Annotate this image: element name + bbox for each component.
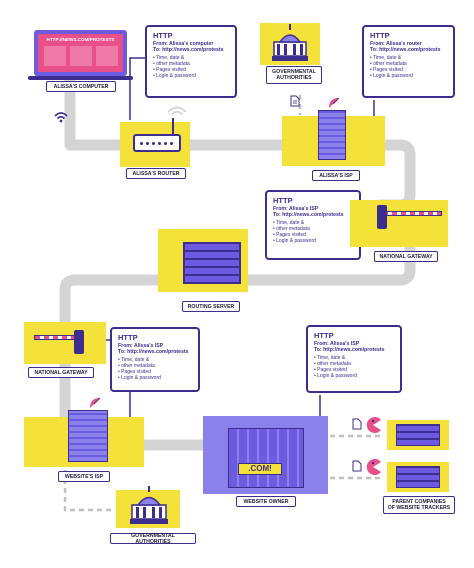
http-to: To: http://news.com/protests (118, 349, 189, 356)
website-isp-building (68, 410, 108, 462)
http-box-isp-2: HTTP From: Alissa's ISP To: http://news.… (110, 327, 200, 392)
http-item: Time, date & (153, 55, 229, 61)
road-gateway-routing (234, 209, 416, 286)
alissa-computer: HTTP://NEWS.COM/PROTESTS (28, 30, 133, 80)
computer-screen: HTTP://NEWS.COM/PROTESTS (38, 34, 123, 72)
http-from: From: Alissa's router (370, 41, 422, 47)
http-item: Time, date & (273, 220, 353, 226)
gov-bottom-label: GOVERNMENTAL AUTHORITIES (110, 533, 196, 545)
document-icon-3 (352, 460, 362, 472)
national-gateway-left-label: NATIONAL GATEWAY (28, 367, 94, 378)
http-item: Time, date & (118, 357, 192, 363)
http-item: Login & password (153, 73, 229, 79)
alissa-isp-building (318, 110, 346, 160)
website-owner-building (228, 428, 304, 488)
http-from: From: Alissa's ISP (314, 341, 360, 347)
http-item: Login & password (273, 238, 353, 244)
road-routing-leftgateway (59, 274, 166, 331)
router-device (133, 134, 181, 152)
http-title: HTTP (153, 31, 173, 40)
tracker-server-1 (396, 424, 440, 446)
tracker-pacman-icon (366, 417, 381, 433)
tracker-pacman-icon-2 (366, 459, 381, 475)
http-to: To: http://news.com/protests (273, 212, 344, 219)
gateway-barrier-right (382, 211, 442, 216)
http-item: other metadata (153, 61, 229, 67)
http-title: HTTP (118, 333, 138, 342)
website-owner-sign: .COM! (238, 463, 282, 475)
gateway-post-right (377, 205, 387, 229)
connector-box1 (129, 57, 145, 120)
national-gateway-right-label: NATIONAL GATEWAY (374, 251, 438, 262)
http-item: Login & password (370, 73, 447, 79)
http-title: HTTP (370, 31, 390, 40)
routing-server-device (183, 242, 241, 284)
http-to: To: http://news.com/protests (370, 47, 441, 54)
http-item: other metadata (273, 226, 353, 232)
dashed-websiteisp-gov (63, 470, 115, 512)
national-gateway-right-pad (350, 200, 448, 247)
http-item: other metadata (314, 361, 394, 367)
http-item: other metadata (370, 61, 447, 67)
http-title: HTTP (273, 196, 293, 205)
http-from: From: Alissa's ISP (273, 206, 319, 212)
website-isp-label: WEBSITE'S ISP (58, 471, 110, 482)
http-item: Time, date & (370, 55, 447, 61)
http-to: To: http://news.com/protests (153, 47, 224, 54)
router-antenna (172, 118, 174, 134)
http-from: From: Alissa's computer (153, 41, 214, 47)
trackers-label: PARENT COMPANIES OF WEBSITE TRACKERS (383, 496, 455, 514)
http-box-isp-3: HTTP From: Alissa's ISP To: http://news.… (306, 325, 402, 393)
alissa-router-label: ALISSA'S ROUTER (126, 168, 186, 179)
http-item: Pages visited (314, 367, 394, 373)
wifi-router-icon (167, 106, 187, 116)
government-building-icon-2 (130, 486, 168, 524)
http-item: other metadata (118, 363, 192, 369)
http-item: Pages visited (118, 369, 192, 375)
tracker-server-2 (396, 466, 440, 488)
document-icon-2 (352, 418, 362, 430)
alissa-isp-label: ALISSA'S ISP (312, 170, 360, 181)
http-box-isp-1: HTTP From: Alissa's ISP To: http://news.… (265, 190, 361, 260)
national-gateway-left-pad (24, 322, 106, 364)
road-computer-router (64, 64, 126, 151)
http-box-computer: HTTP From: Alissa's computer To: http://… (145, 25, 237, 98)
gov-top-label-line2: AUTHORITIES (276, 75, 312, 81)
http-item: Login & password (118, 375, 192, 381)
satellite-dish-icon (329, 97, 340, 108)
http-title: HTTP (314, 331, 334, 340)
document-icon (290, 95, 300, 107)
http-item: Pages visited (273, 232, 353, 238)
http-item: Time, date & (314, 355, 394, 361)
alissa-computer-label: ALISSA'S COMPUTER (46, 81, 116, 92)
http-from: From: Alissa's ISP (118, 343, 164, 349)
gov-top-label-line1: GOVERNMENTAL (272, 69, 316, 75)
http-item: Login & password (314, 373, 394, 379)
routing-server-label: ROUTING SERVER (182, 301, 240, 312)
gateway-post-left (74, 330, 84, 354)
gov-top-label: GOVERNMENTAL AUTHORITIES (266, 66, 322, 84)
website-owner-label: WEBSITE OWNER (236, 496, 296, 507)
trackers-label-line1: PARENT COMPANIES (392, 499, 446, 505)
government-building-icon (272, 24, 308, 61)
satellite-dish-icon-2 (90, 397, 101, 408)
trackers-label-line2: OF WEBSITE TRACKERS (387, 505, 451, 511)
http-to: To: http://news.com/protests (314, 347, 385, 354)
http-item: Pages visited (153, 67, 229, 73)
screen-url: HTTP://NEWS.COM/PROTESTS (46, 37, 115, 42)
http-item: Pages visited (370, 67, 447, 73)
wifi-icon (54, 112, 68, 123)
http-box-router: HTTP From: Alissa's router To: http://ne… (362, 25, 455, 98)
gateway-barrier-left (34, 335, 76, 340)
